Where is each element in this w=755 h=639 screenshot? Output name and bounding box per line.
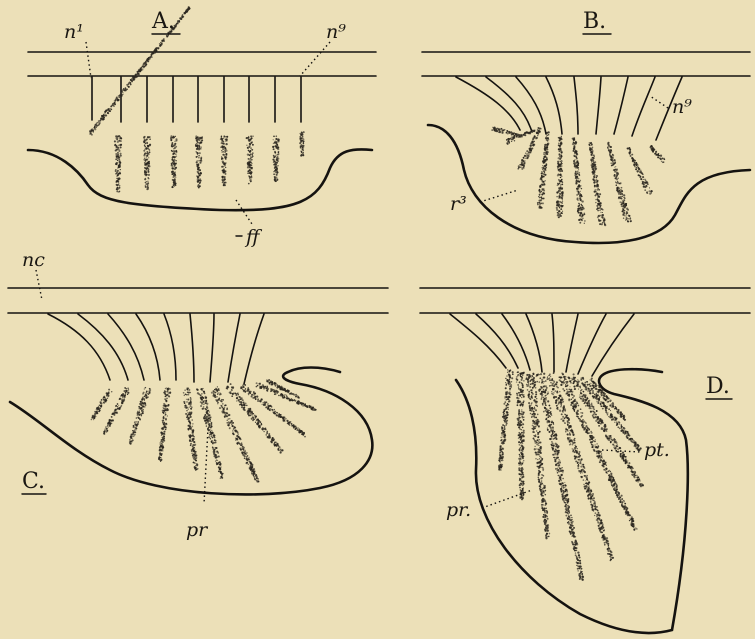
fin-ray-stipple (246, 135, 254, 184)
fin-rays-3 (498, 369, 644, 581)
fin-ray-stipple (196, 388, 224, 479)
fin-ray-stipple (220, 135, 228, 186)
fin-ray-stipple (556, 136, 564, 218)
fin-ray-stipple (627, 147, 653, 195)
panel-c-nerves (48, 314, 264, 384)
panel-c-fin-outline (10, 368, 372, 495)
fin-ray-stipple (572, 137, 586, 224)
fin-rays-2 (91, 379, 317, 483)
fin-ray-stipple (195, 135, 203, 188)
fin-ray-stipple (650, 145, 666, 163)
fin-ray-stipple (158, 387, 171, 462)
fin-ray-stipple (299, 131, 305, 157)
fin-ray-stipple (516, 371, 525, 500)
label-r3: r³ (450, 193, 467, 215)
fin-ray-stipple (272, 135, 280, 182)
fin-ray-stipple (91, 389, 113, 421)
panel-b-nerves (456, 77, 682, 140)
fin-ray-stipple (129, 387, 151, 445)
fin-ray-stipple (170, 135, 177, 188)
fin-ray-stipple (114, 135, 122, 193)
label-pr-d: pr. (446, 499, 471, 521)
fin-ray-stipple (607, 142, 632, 223)
panel-d-fin-outline (456, 369, 688, 633)
panel-b: B. n⁹ r³ (422, 9, 750, 243)
fin-ray-stipple (498, 369, 514, 470)
label-nc: nc (22, 249, 45, 271)
fin-ray-stipple (537, 131, 550, 209)
fin-ray-stipple (143, 136, 151, 190)
panel-c-letter: C. (22, 469, 45, 494)
fin-ray-stipple (183, 387, 199, 470)
panel-d-nerves (450, 314, 634, 376)
panel-a-letter: A. (151, 9, 175, 34)
panel-a: A. n¹ n⁹ ff (28, 6, 376, 248)
label-pr-c: pr (186, 519, 209, 541)
panel-d-letter: D. (706, 374, 730, 399)
fin-ray-stipple (89, 6, 191, 135)
fin-rays-1 (491, 126, 665, 226)
label-n9-b: n⁹ (672, 96, 692, 118)
panel-a-nerves (92, 77, 301, 122)
panel-b-letter: B. (583, 9, 606, 34)
label-n1: n¹ (64, 21, 84, 43)
label-ff: ff (244, 226, 263, 248)
label-pt: pt. (644, 439, 670, 461)
label-n9: n⁹ (326, 21, 346, 43)
panel-c: C. nc pr (8, 249, 388, 541)
fin-ray-stipple (491, 126, 520, 136)
fin-ray-stipple (588, 142, 606, 226)
panel-d: D. pt. pr. (420, 288, 750, 633)
